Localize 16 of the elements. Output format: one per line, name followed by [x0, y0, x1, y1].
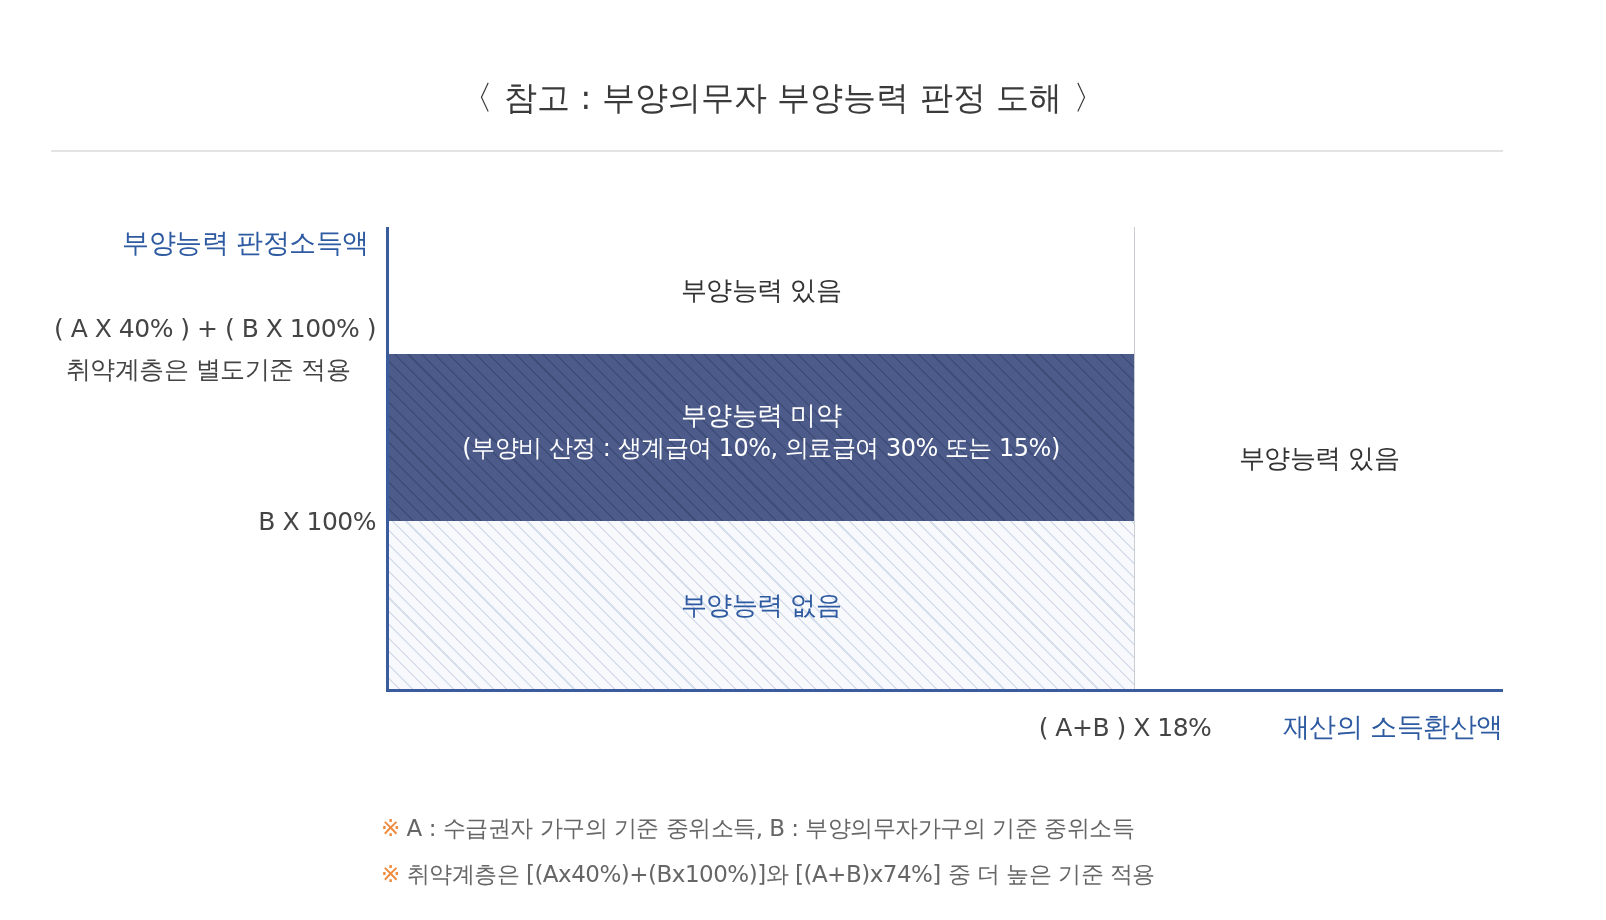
note-text: ※ 취약계층은 [(Ax40%)+(Bx100%)]와 [(A+B)x74%] 중 더 높은 기준 적용: [381, 859, 1155, 889]
title: 〈 참고 : 부양의무자 부양능력 판정 도해 〉: [460, 76, 1106, 119]
tick-label: ( A+B ) X 18%: [1038, 712, 1212, 742]
hatched-region: [388, 521, 1135, 690]
axis-title: 재산의 소득환산액: [1282, 710, 1503, 744]
region-label: 부양능력 미약: [680, 399, 842, 432]
region-label: 부양능력 있음: [680, 273, 842, 307]
tick-label: ( A X 40% ) + ( B X 100% ): [54, 313, 376, 343]
shaded-region: [388, 354, 1135, 521]
region-label: 부양능력 없음: [680, 588, 842, 622]
note-text: ※ A : 수급권자 가구의 기준 중위소득, B : 부양의무자가구의 기준 중위소득: [381, 813, 1135, 843]
region-note: (부양비 산정 : 생계급여 10%, 의료급여 30% 또는 15%): [462, 432, 1060, 464]
region-label: 부양능력 있음: [1238, 441, 1400, 475]
tick-label: B X 100%: [258, 506, 376, 536]
axis-title: 부양능력 판정소득액: [122, 226, 369, 260]
tick-note: 취약계층은 별도기준 적용: [65, 353, 351, 386]
